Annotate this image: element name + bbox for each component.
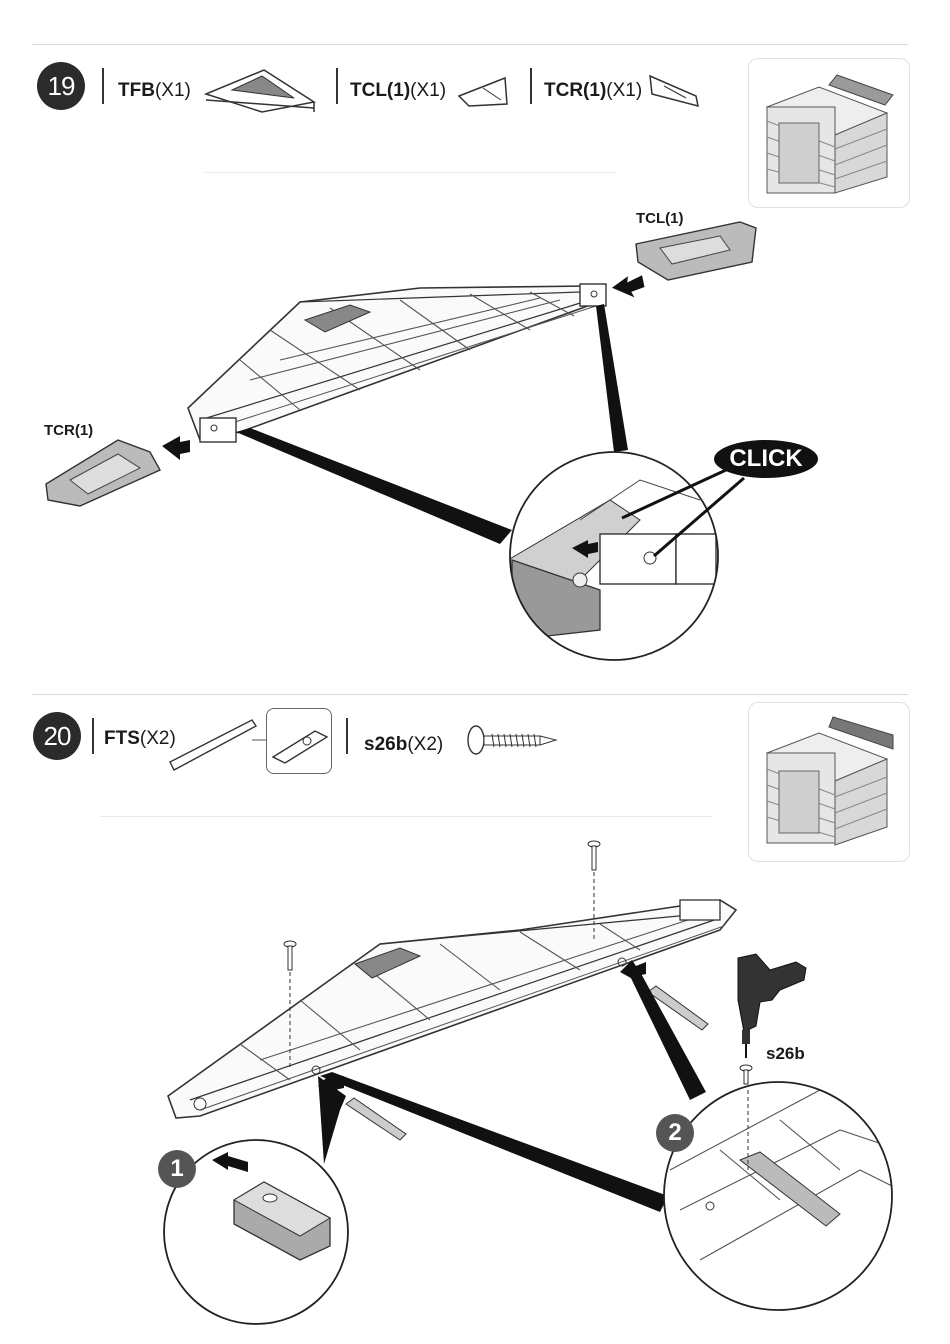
detail-badge-2: 2: [656, 1114, 694, 1152]
detail-badge-1: 1: [158, 1150, 196, 1188]
label-screw-s26b: s26b: [766, 1044, 805, 1064]
